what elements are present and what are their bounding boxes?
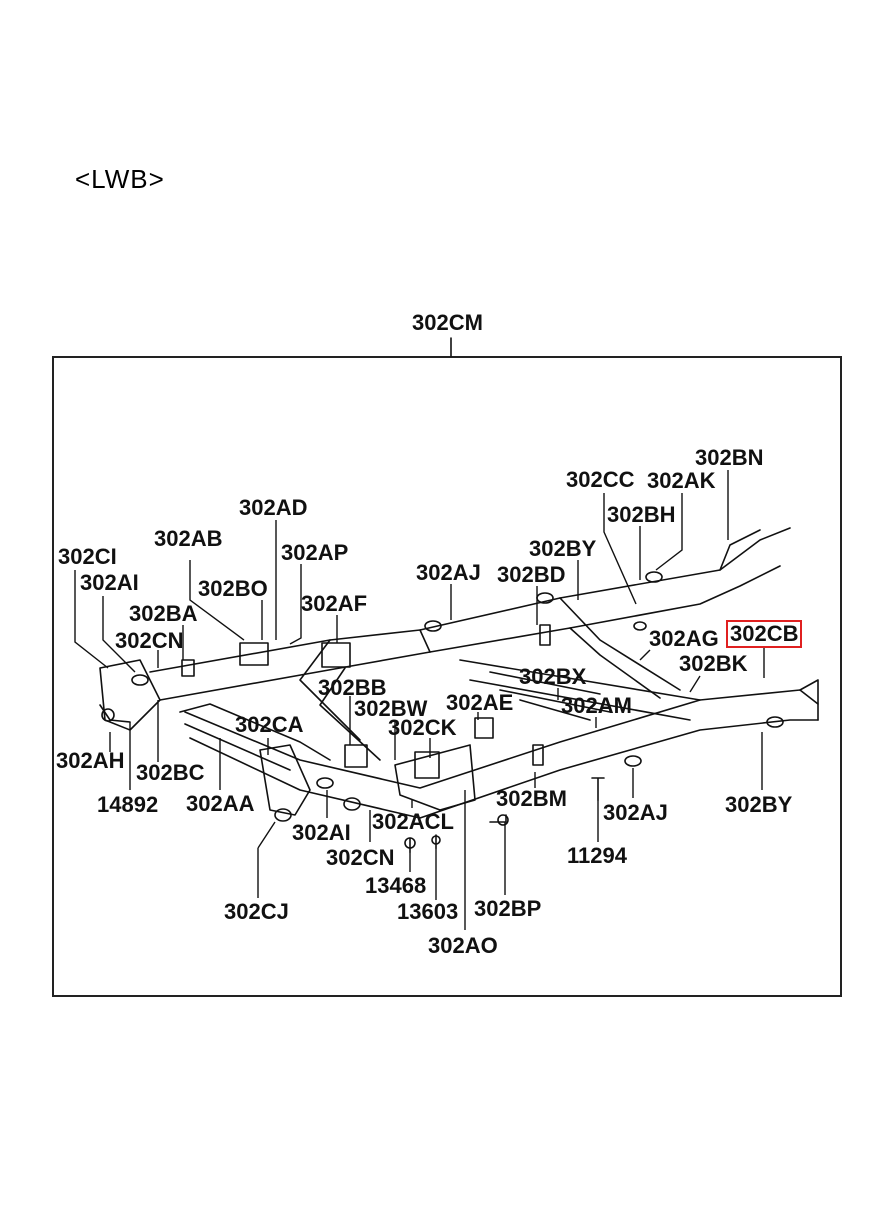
part-302AI-lower-label[interactable]: 302AI	[292, 820, 351, 845]
part-302AD-label[interactable]: 302AD	[239, 495, 308, 520]
part-302AI-upper-label[interactable]: 302AI	[80, 570, 139, 595]
part-302CB-label-highlighted[interactable]: 302CB	[726, 620, 803, 648]
part-302AJ-upper-label[interactable]: 302AJ	[416, 560, 481, 585]
part-302CI-label[interactable]: 302CI	[58, 544, 117, 569]
part-302BH-label[interactable]: 302BH	[607, 502, 676, 527]
part-302AK-label[interactable]: 302AK	[647, 468, 716, 493]
part-302AF-label[interactable]: 302AF	[301, 591, 368, 616]
part-13468-label[interactable]: 13468	[365, 873, 427, 898]
part-302CA-label[interactable]: 302CA	[235, 712, 304, 737]
part-302BM-label[interactable]: 302BM	[496, 786, 567, 811]
variant-label: <LWB>	[75, 164, 165, 194]
part-302CN-upper-label[interactable]: 302CN	[115, 628, 184, 653]
part-11294-label[interactable]: 11294	[567, 843, 627, 868]
part-302BK-label[interactable]: 302BK	[679, 651, 748, 676]
part-14892-label[interactable]: 14892	[97, 792, 159, 817]
part-302CJ-label[interactable]: 302CJ	[224, 899, 289, 924]
part-302AM-label[interactable]: 302AM	[561, 693, 632, 718]
part-302CK-label[interactable]: 302CK	[388, 715, 457, 740]
part-302CC-label[interactable]: 302CC	[566, 467, 635, 492]
part-13603-label[interactable]: 13603	[397, 899, 459, 924]
part-302AA-label[interactable]: 302AA	[186, 791, 255, 816]
part-302AG-label[interactable]: 302AG	[649, 626, 719, 651]
part-302BD-label[interactable]: 302BD	[497, 562, 566, 587]
part-302BC-label[interactable]: 302BC	[136, 760, 205, 785]
part-302AB-label[interactable]: 302AB	[154, 526, 223, 551]
part-302BY-lower-label[interactable]: 302BY	[725, 792, 793, 817]
diagram-frame	[52, 356, 842, 997]
part-302BY-upper-label[interactable]: 302BY	[529, 536, 597, 561]
part-302BN-label[interactable]: 302BN	[695, 445, 764, 470]
part-302BX-label[interactable]: 302BX	[519, 664, 587, 689]
part-302BO-label[interactable]: 302BO	[198, 576, 268, 601]
part-302AE-label[interactable]: 302AE	[446, 690, 514, 715]
assembly-code-label[interactable]: 302CM	[412, 310, 483, 335]
part-302BP-label[interactable]: 302BP	[474, 896, 542, 921]
part-302ACL-label[interactable]: 302ACL	[372, 809, 454, 834]
part-302AJ-lower-label[interactable]: 302AJ	[603, 800, 668, 825]
part-302AH-label[interactable]: 302AH	[56, 748, 125, 773]
part-302AP-label[interactable]: 302AP	[281, 540, 349, 565]
part-302BA-label[interactable]: 302BA	[129, 601, 198, 626]
part-302CN-lower-label[interactable]: 302CN	[326, 845, 395, 870]
part-302BB-label[interactable]: 302BB	[318, 675, 387, 700]
part-302AO-label[interactable]: 302AO	[428, 933, 498, 958]
part-302BW-label[interactable]: 302BW	[354, 696, 428, 721]
